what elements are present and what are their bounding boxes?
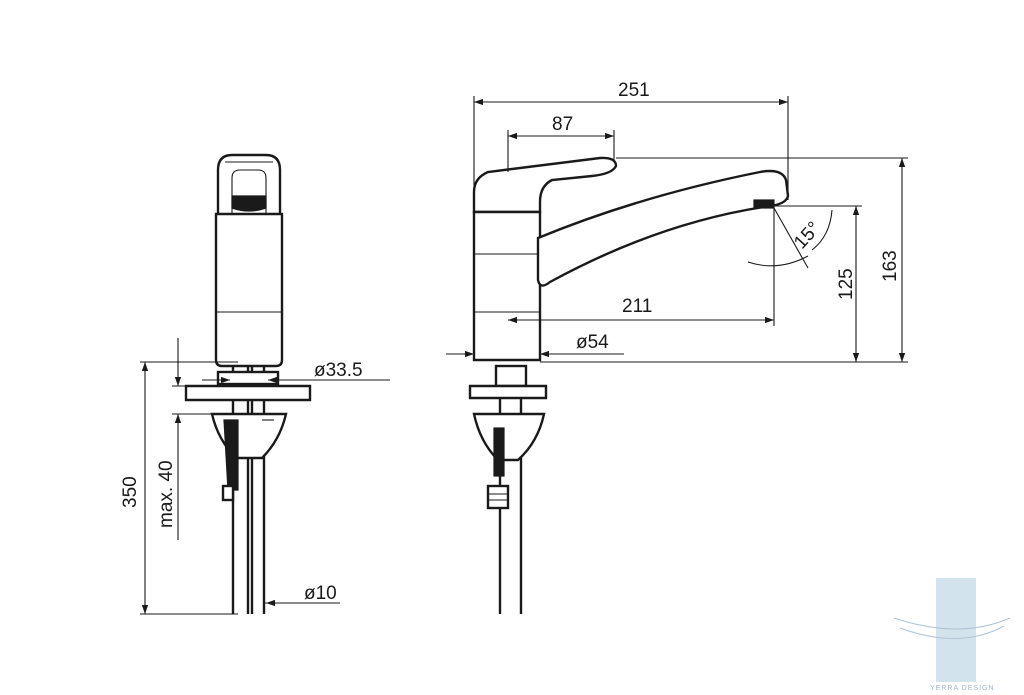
front-view bbox=[140, 153, 390, 615]
dim-angle: 15° bbox=[790, 218, 825, 253]
side-view bbox=[446, 96, 908, 614]
dim-base-diameter: ø54 bbox=[576, 332, 609, 353]
watermark-logo: YERRA DESIGN bbox=[893, 578, 1011, 692]
dim-shank-diameter: ø33.5 bbox=[314, 360, 363, 381]
dim-height-outlet: 125 bbox=[836, 268, 857, 300]
dim-height-total: 163 bbox=[880, 250, 901, 282]
dim-hose-length: 350 bbox=[120, 476, 141, 508]
dim-hose-diameter: ø10 bbox=[304, 583, 337, 604]
dim-max-thickness: max. 40 bbox=[156, 460, 177, 528]
watermark-text: YERRA DESIGN bbox=[930, 685, 995, 692]
dim-total-length: 251 bbox=[618, 80, 650, 101]
dim-lever-length: 87 bbox=[552, 114, 573, 135]
dim-reach: 211 bbox=[622, 296, 652, 317]
